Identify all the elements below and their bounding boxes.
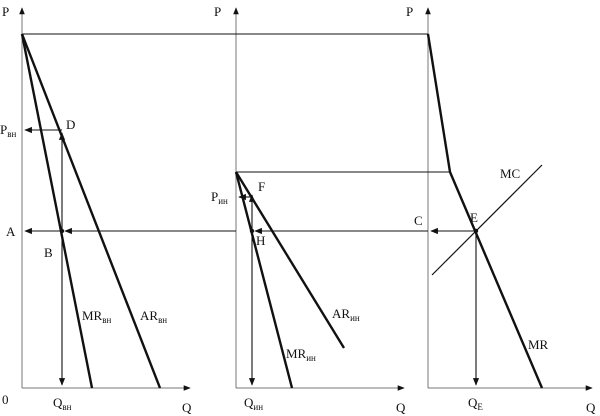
mr-total-curve: [426, 33, 544, 389]
a-label: A: [6, 224, 16, 239]
f-label: F: [258, 179, 265, 194]
c-label: C: [414, 213, 423, 228]
ar-domestic-curve: [20, 33, 162, 389]
p-domestic-label: Pвн: [0, 122, 16, 139]
e-label: E: [470, 210, 478, 225]
mc-label: MC: [500, 166, 520, 181]
ar-domestic-label: ARвн: [140, 308, 167, 325]
point-b: [59, 228, 65, 234]
p-foreign-label: Pин: [211, 189, 228, 206]
left-p-axis-label: P: [2, 4, 9, 19]
mr-foreign-label: MRин: [286, 346, 316, 363]
mr-total-label: MR: [528, 337, 549, 352]
mr-domestic-label: MRвн: [82, 308, 111, 325]
right-q-axis-label: Q: [586, 400, 596, 415]
left-q-axis-label: Q: [182, 400, 192, 415]
q-equilibrium-label: QE: [468, 395, 483, 412]
right-p-axis-label: P: [406, 4, 413, 19]
d-label: D: [66, 117, 75, 132]
q-foreign-label: Qин: [244, 395, 263, 412]
middle-q-axis-label: Q: [396, 400, 406, 415]
axes: [19, 7, 593, 391]
mc-curve: [431, 164, 543, 276]
mr-domestic-curve: [20, 33, 94, 389]
point-h: [249, 228, 255, 234]
mr-foreign-curve: [234, 171, 294, 389]
b-label: B: [44, 245, 53, 260]
middle-p-axis-label: P: [214, 4, 221, 19]
q-domestic-label: Qвн: [53, 395, 72, 412]
arrows: [24, 126, 480, 386]
ar-foreign-label: ARин: [332, 306, 360, 323]
h-label: H: [256, 233, 265, 248]
point-e: [473, 228, 479, 234]
origin-label: 0: [2, 392, 9, 407]
